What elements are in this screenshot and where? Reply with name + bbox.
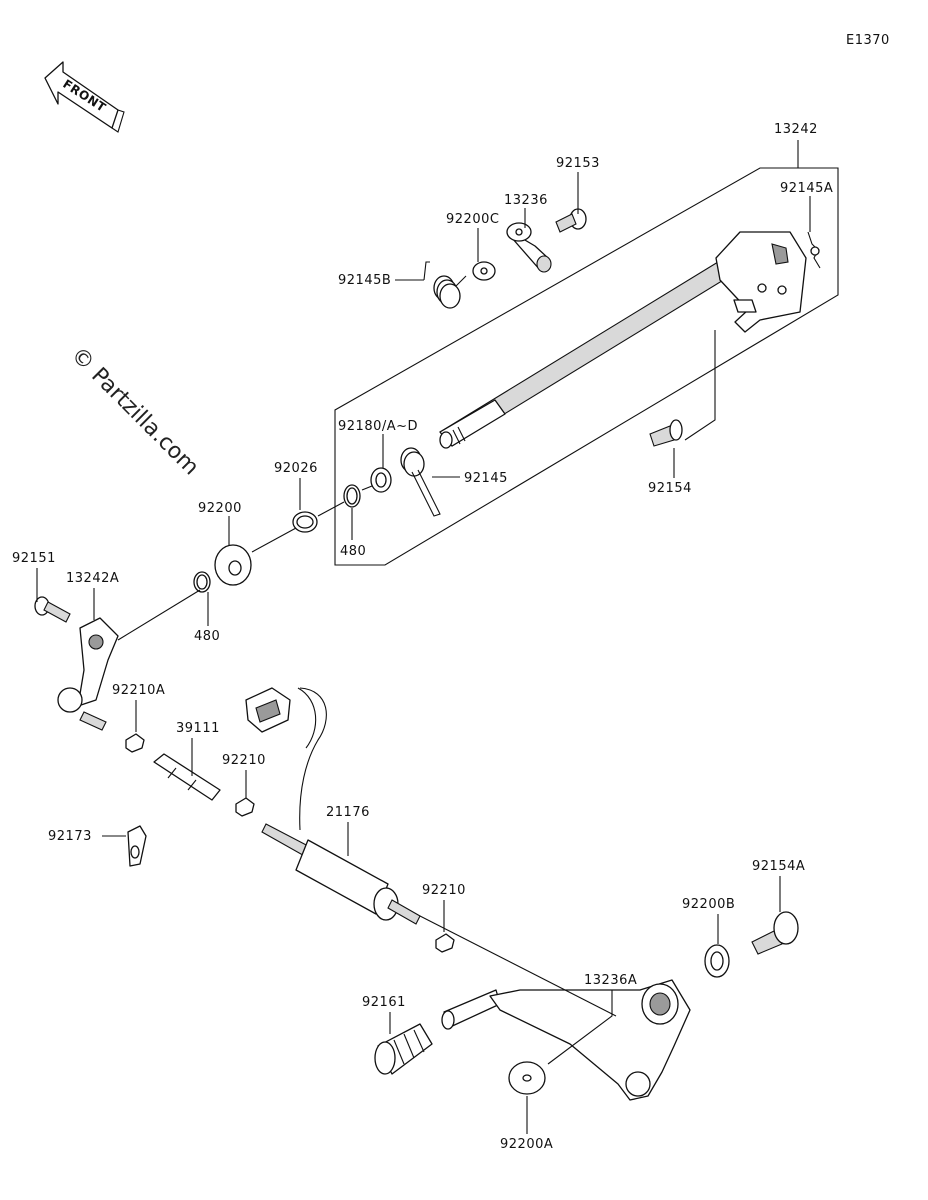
label-480-lower: 480 — [194, 629, 220, 644]
label-92210-lower: 92210 — [422, 883, 466, 898]
link-92173-icon — [127, 825, 147, 867]
label-92210A: 92210A — [112, 683, 165, 698]
shift-shaft — [439, 261, 731, 449]
label-92151: 92151 — [12, 551, 56, 566]
shift-arm — [715, 231, 807, 333]
circlip-480-lower-icon — [193, 571, 211, 593]
lever-13242A-icon — [57, 617, 119, 731]
plate-13236-icon — [506, 222, 552, 273]
pedal-13236A-icon — [441, 979, 691, 1101]
label-92153: 92153 — [556, 156, 600, 171]
label-92154: 92154 — [648, 481, 692, 496]
label-92154A: 92154A — [752, 859, 805, 874]
label-13236: 13236 — [504, 193, 548, 208]
label-92210-upper: 92210 — [222, 753, 266, 768]
label-21176: 21176 — [326, 805, 370, 820]
label-92026: 92026 — [274, 461, 318, 476]
bolt-92153-icon — [555, 208, 587, 233]
assembly-outline — [334, 167, 839, 566]
washer-92200A-icon — [508, 1061, 546, 1095]
circlip-480-upper-icon — [343, 484, 361, 508]
washer-92200-icon — [214, 544, 252, 586]
label-13242: 13242 — [774, 122, 818, 137]
leader-lines — [36, 172, 811, 1134]
label-480-upper: 480 — [340, 544, 366, 559]
watermark-text: © Partzilla.com — [66, 343, 204, 481]
washer-92200B-icon — [704, 944, 730, 978]
label-13236A: 13236A — [584, 973, 637, 988]
front-arrow-icon: FRONT — [44, 61, 125, 133]
nut-92210-lower-icon — [435, 933, 455, 953]
washer-92180-icon — [370, 467, 392, 493]
label-92200A: 92200A — [500, 1137, 553, 1152]
washer-92200C-icon — [472, 261, 496, 281]
label-92145A: 92145A — [780, 181, 833, 196]
bolt-92154-icon — [649, 419, 683, 447]
bolt-92151-icon — [34, 596, 71, 623]
label-13242A: 13242A — [66, 571, 119, 586]
bolt-92154A-icon — [751, 911, 799, 955]
spring-92145A-icon — [807, 231, 821, 269]
label-92173: 92173 — [48, 829, 92, 844]
label-92145B: 92145B — [338, 273, 391, 288]
nut-92210A-icon — [125, 733, 145, 753]
washer-92026-icon — [292, 511, 318, 533]
nut-92210-upper-icon — [235, 797, 255, 817]
rod-39111-icon — [153, 753, 221, 801]
diagram-code: E1370 — [846, 33, 890, 48]
label-92200C: 92200C — [446, 212, 499, 227]
label-92200: 92200 — [198, 501, 242, 516]
label-92145: 92145 — [464, 471, 508, 486]
sensor-21176-icon — [245, 687, 421, 925]
spring-92145-icon — [400, 447, 441, 517]
label-92180: 92180/A~D — [338, 419, 418, 434]
torsion-spring-92145B-icon — [423, 261, 467, 309]
label-39111: 39111 — [176, 721, 220, 736]
label-92200B: 92200B — [682, 897, 735, 912]
label-92161: 92161 — [362, 995, 406, 1010]
rubber-92161-icon — [374, 1023, 433, 1075]
